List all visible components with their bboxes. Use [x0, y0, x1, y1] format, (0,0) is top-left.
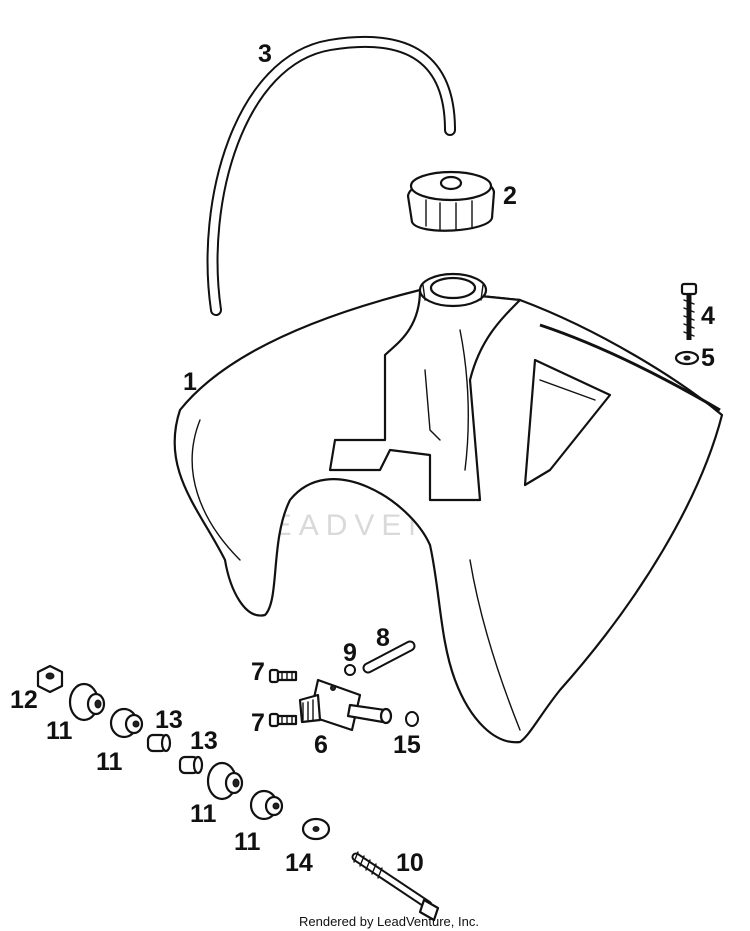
callout-14: 14 [285, 849, 313, 877]
callout-11-b: 11 [96, 748, 123, 776]
part-11-bushing-c[interactable] [206, 761, 244, 801]
part-11-bushing-a[interactable] [68, 682, 106, 722]
callout-1: 1 [183, 368, 197, 396]
callout-10: 10 [396, 849, 424, 877]
part-12-nut[interactable] [36, 664, 64, 694]
part-14-washer[interactable] [301, 817, 331, 841]
callout-3: 3 [258, 40, 272, 68]
callout-8: 8 [376, 624, 390, 652]
callout-11-c: 11 [190, 800, 217, 828]
callout-2: 2 [503, 182, 517, 210]
callout-5: 5 [701, 344, 715, 372]
callout-4: 4 [701, 302, 715, 330]
part-8-fuel-hose[interactable] [362, 640, 416, 674]
callout-11-d: 11 [234, 828, 261, 856]
part-5-washer[interactable] [674, 350, 700, 366]
callout-13-a: 13 [155, 706, 183, 734]
callout-15: 15 [393, 731, 421, 759]
part-9-hose-clamp[interactable] [344, 664, 356, 676]
callout-7-upper: 7 [251, 658, 265, 686]
part-1-fuel-tank[interactable] [173, 272, 724, 744]
callout-6: 6 [314, 731, 328, 759]
callout-12: 12 [10, 686, 38, 714]
part-7-screw-upper[interactable] [268, 668, 298, 684]
part-6-fuel-tap[interactable] [298, 678, 393, 732]
part-4-screw[interactable] [680, 282, 698, 340]
part-7-screw-lower[interactable] [268, 712, 298, 728]
part-3-breather-hose[interactable] [206, 35, 456, 316]
callout-7-lower: 7 [251, 709, 265, 737]
credit-text: Rendered by LeadVenture, Inc. [299, 914, 479, 929]
part-13-spacer-a[interactable] [146, 733, 172, 753]
part-10-bolt[interactable] [351, 851, 440, 922]
part-2-fuel-cap[interactable] [406, 170, 496, 232]
callout-9: 9 [343, 639, 357, 667]
callout-11-a: 11 [46, 717, 73, 745]
part-11-bushing-d[interactable] [249, 789, 284, 821]
callout-13-b: 13 [190, 727, 218, 755]
part-11-bushing-b[interactable] [109, 707, 144, 739]
callout-labels: 1 2 3 4 5 6 7 7 8 9 10 11 11 11 11 12 13… [10, 40, 715, 877]
part-15-o-ring[interactable] [405, 711, 419, 727]
part-13-spacer-b[interactable] [178, 755, 204, 775]
